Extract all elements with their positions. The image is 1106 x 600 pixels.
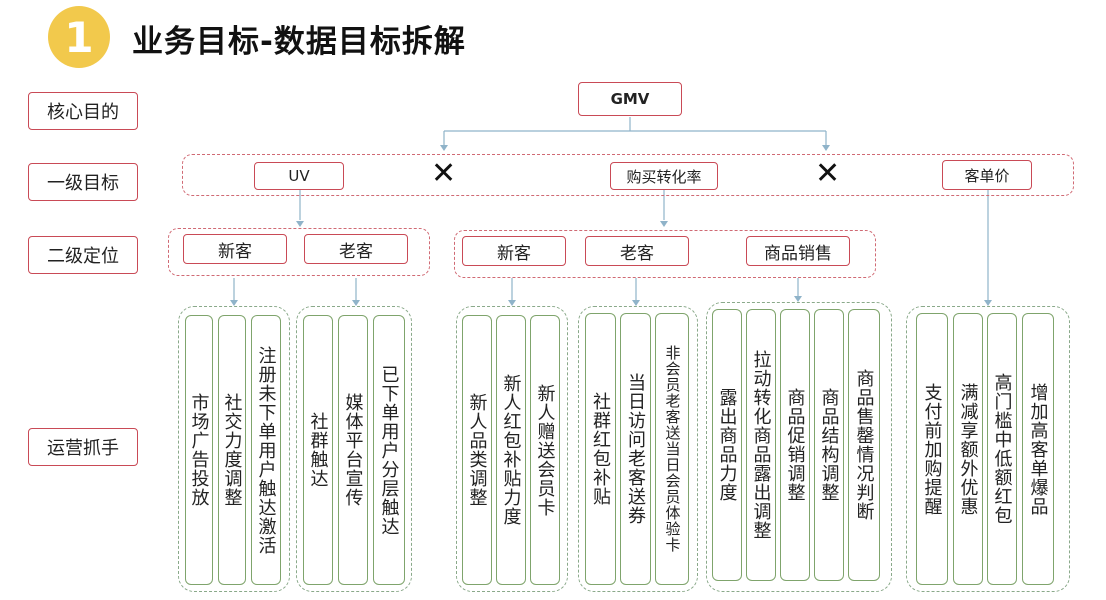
action-card: 支付前加购提醒 [916,313,948,585]
action-card: 非会员老客送当日会员体验卡 [655,313,689,585]
action-card: 已下单用户分层触达 [373,315,405,585]
action-card: 高门槛中低额红包 [987,313,1017,585]
action-card: 社群触达 [303,315,333,585]
level1-goal-group [182,154,1074,196]
row-label-operations: 运营抓手 [28,428,138,466]
action-card: 社群红包补贴 [585,313,616,585]
step-number-badge: 1 [48,6,110,68]
action-card: 增加高客单爆品 [1022,313,1054,585]
multiply-icon-1: ✕ [431,156,457,191]
gmv-node: GMV [578,82,682,116]
action-card: 商品结构调整 [814,309,844,581]
action-card: 拉动转化商品露出调整 [746,309,776,581]
row-label-level2-position: 二级定位 [28,236,138,274]
aov-actions-group [906,306,1070,592]
page-title: 业务目标-数据目标拆解 [132,24,466,60]
conv-new-actions-group [456,306,568,592]
aov-node: 客单价 [942,160,1032,190]
action-card: 社交力度调整 [218,315,246,585]
conversion-rate-node: 购买转化率 [610,162,718,190]
action-card: 露出商品力度 [712,309,742,581]
row-label-core-goal: 核心目的 [28,92,138,130]
multiply-icon-2: ✕ [815,156,841,191]
uv-segment-group [168,228,430,276]
product-actions-group [706,302,892,592]
uv-old-customer-node: 老客 [304,234,408,264]
conv-new-customer-node: 新客 [462,236,566,266]
conv-old-customer-node: 老客 [585,236,689,266]
action-card: 市场广告投放 [185,315,213,585]
uv-new-actions-group [178,306,290,592]
conv-old-actions-group [578,306,698,592]
action-card: 媒体平台宣传 [338,315,368,585]
action-card: 注册未下单用户触达激活 [251,315,281,585]
action-card: 当日访问老客送券 [620,313,651,585]
action-card: 商品售罄情况判断 [848,309,880,581]
uv-node: UV [254,162,344,190]
uv-new-customer-node: 新客 [183,234,287,264]
action-card: 商品促销调整 [780,309,810,581]
product-sales-node: 商品销售 [746,236,850,266]
action-card: 新人红包补贴力度 [496,315,526,585]
conversion-segment-group [454,230,876,278]
row-label-level1-goal: 一级目标 [28,163,138,201]
action-card: 新人品类调整 [462,315,492,585]
action-card: 满减享额外优惠 [953,313,983,585]
action-card: 新人赠送会员卡 [530,315,560,585]
uv-old-actions-group [296,306,412,592]
